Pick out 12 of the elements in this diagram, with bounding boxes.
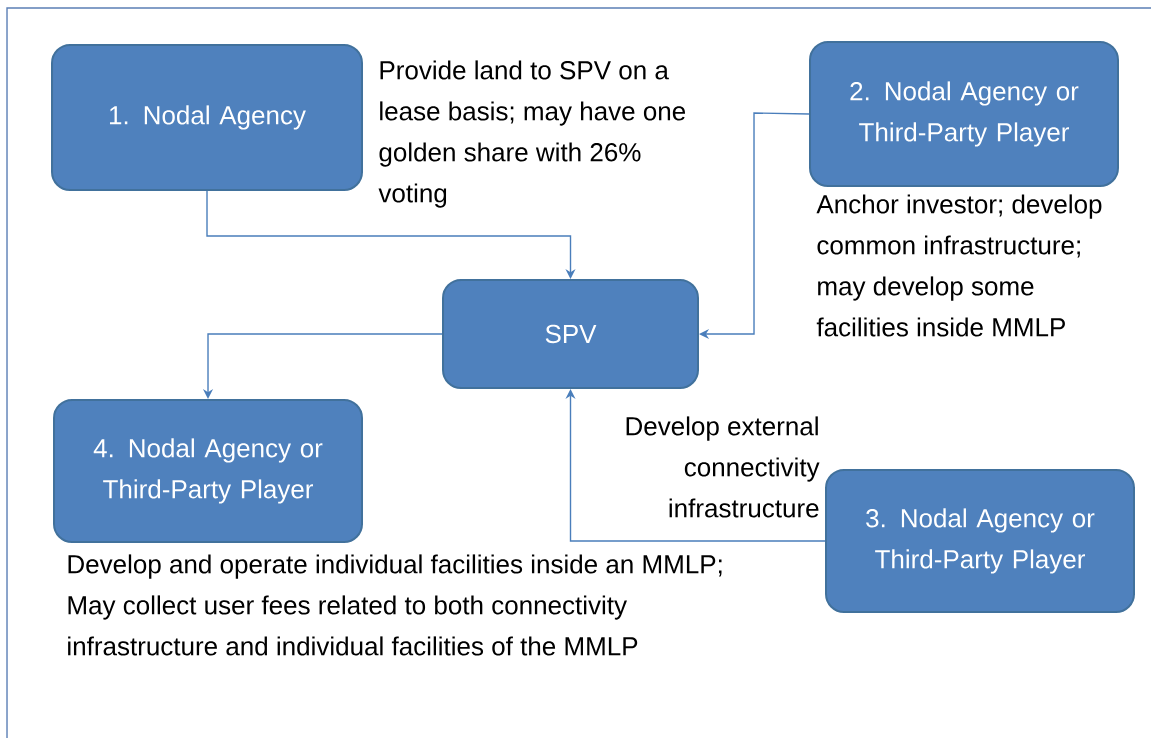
annotation-text: Anchor investor; develop common infrastructure; may develop some facilities inside MMLP (816, 194, 1102, 337)
process-box: 1. Nodal Agency (51, 44, 363, 191)
annotation-text: Develop and operate individual facilities inside an MMLP; May collect user fees related to both connectivity infrastructure and individual facilities of the MMLP (68, 554, 722, 656)
annotation-text: Provide land to SPV on a lease basis; may have one golden share with 26% voting (378, 60, 686, 208)
process-box: 4. Nodal Agency or Third-Party Player (53, 399, 363, 543)
process-box: 3. Nodal Agency or Third-Party Player (825, 469, 1135, 613)
process-box: SPV (442, 279, 699, 389)
arrow (699, 112, 810, 340)
process-box: 2. Nodal Agency or Third-Party Player (809, 41, 1119, 187)
arrow (565, 389, 826, 542)
arrow (206, 190, 576, 279)
annotation-text: Develop external connectivity infrastructure (626, 416, 820, 518)
